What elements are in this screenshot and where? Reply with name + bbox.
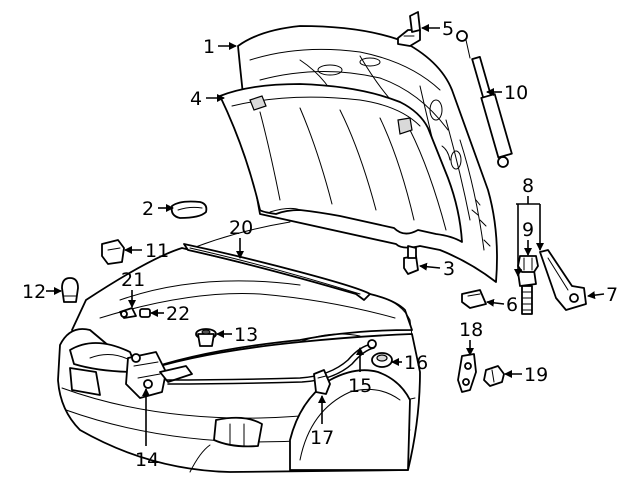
- hood-bumper: [195, 328, 217, 347]
- leader-lines: [46, 24, 605, 446]
- callout-21: 21: [121, 269, 145, 291]
- leader-7: [587, 291, 605, 300]
- hinge-clip: [461, 289, 487, 309]
- hood-insulator: [219, 83, 463, 243]
- release-handle: [313, 369, 331, 395]
- cable-grommet: [371, 352, 393, 368]
- hinge-nut: [517, 255, 539, 273]
- callout-2: 2: [142, 198, 154, 220]
- hood-emblem: [170, 200, 208, 219]
- callout-20: 20: [229, 217, 253, 239]
- callout-17: 17: [310, 427, 334, 449]
- cable-end: [367, 339, 377, 349]
- callout-10: 10: [504, 82, 528, 104]
- callout-3: 3: [443, 258, 455, 280]
- prop-rod-grommet: [483, 365, 505, 387]
- callout-14: 14: [135, 449, 159, 471]
- callout-11: 11: [145, 240, 169, 262]
- latch-striker: [403, 245, 419, 275]
- callout-9: 9: [522, 219, 534, 241]
- hood-seal-strip: [183, 243, 371, 301]
- callout-1: 1: [203, 36, 215, 58]
- release-handle-clip: [101, 239, 125, 265]
- callout-18: 18: [459, 319, 483, 341]
- cable-clip-small: [119, 307, 137, 319]
- callout-22: 22: [166, 303, 190, 325]
- prop-rod-bracket: [457, 353, 477, 393]
- callout-labels: 1 2 3 4 5 6 7 8 9 10 11 12 13 14 15 16 1…: [22, 18, 618, 471]
- leader-6: [486, 298, 505, 307]
- callout-16: 16: [404, 352, 428, 374]
- callout-8: 8: [522, 175, 534, 197]
- hood-hinge: [539, 249, 587, 311]
- callout-6: 6: [506, 294, 518, 316]
- callout-12: 12: [22, 281, 46, 303]
- hood-latch: [125, 351, 193, 399]
- callout-5: 5: [442, 18, 454, 40]
- callout-4: 4: [190, 88, 202, 110]
- hinge-bolt: [517, 269, 537, 315]
- grommet-small: [139, 308, 151, 318]
- callout-7: 7: [606, 284, 618, 306]
- callout-19: 19: [524, 364, 548, 386]
- hood-lift-strut: [456, 30, 513, 168]
- hood-stop-bracket: [397, 11, 421, 47]
- plug-bulb: [61, 277, 79, 303]
- leader-3: [419, 262, 441, 271]
- callout-13: 13: [234, 324, 258, 346]
- callout-15: 15: [348, 375, 372, 397]
